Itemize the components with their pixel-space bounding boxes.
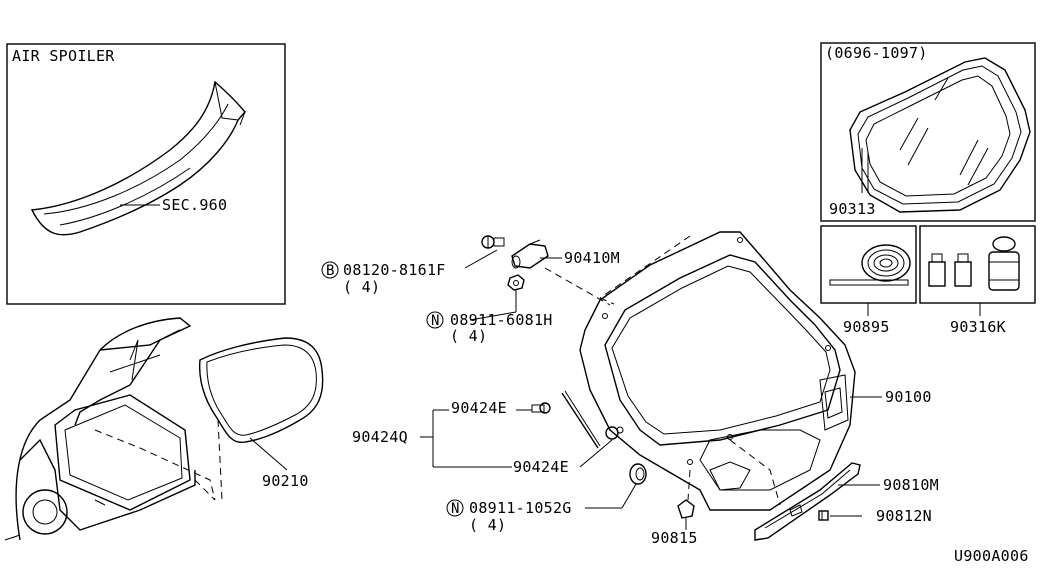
sec-960-label: SEC.960 bbox=[162, 196, 227, 214]
stay-assy-label: 90424Q bbox=[352, 428, 408, 446]
bolt-b-letter: B bbox=[326, 263, 335, 279]
finisher-label: 90810M bbox=[883, 476, 939, 494]
kit-right-label: 90316K bbox=[950, 318, 1006, 336]
nut-n-letter: N bbox=[431, 313, 440, 329]
nut-icon bbox=[507, 274, 525, 291]
nut2-leader-2 bbox=[621, 483, 637, 509]
adhesive-kit-panel: 90895 bbox=[820, 225, 917, 336]
bumper-rubber-label: 90815 bbox=[651, 529, 698, 547]
bracket-dash bbox=[544, 267, 615, 306]
primer-bottles-icon bbox=[928, 236, 1020, 291]
air-spoiler-title: AIR SPOILER bbox=[12, 47, 115, 65]
stay-upper-icon bbox=[531, 402, 551, 414]
clip-icon bbox=[818, 510, 829, 521]
nut2-n-letter: N bbox=[451, 501, 460, 517]
nut-leader-2 bbox=[469, 311, 517, 321]
bolt-icon bbox=[481, 235, 505, 249]
weatherstrip-drawing bbox=[198, 337, 324, 444]
nut2-qty: ( 4) bbox=[469, 516, 506, 534]
air-spoiler-drawing bbox=[30, 80, 246, 236]
stay-bracket-icon bbox=[511, 239, 549, 269]
nut-n-badge bbox=[426, 311, 444, 329]
air-spoiler-frame bbox=[6, 43, 286, 305]
stay-lower-leader bbox=[579, 439, 613, 468]
glass-panel: (0696-1097) 90313 bbox=[820, 42, 1036, 222]
car-leader-dash bbox=[94, 429, 216, 501]
nut2-n-badge bbox=[446, 499, 464, 517]
bolt-leader bbox=[464, 249, 498, 269]
bolt-label: 08120-8161F bbox=[343, 261, 446, 279]
glass-panel-frame bbox=[820, 42, 1036, 222]
glass-date-range: (0696-1097) bbox=[825, 44, 928, 62]
bumper-rubber-icon bbox=[677, 499, 695, 519]
bolt-qty: ( 4) bbox=[343, 278, 380, 296]
sealant-roll-icon bbox=[829, 244, 911, 286]
back-door-drawing bbox=[579, 231, 856, 511]
weatherstrip-leader bbox=[249, 437, 288, 471]
car-rear-drawing bbox=[4, 317, 196, 541]
back-door-label: 90100 bbox=[885, 388, 932, 406]
stay-lower-label: 90424E bbox=[513, 458, 569, 476]
finisher-drawing bbox=[754, 462, 861, 541]
weatherstrip-label: 90210 bbox=[262, 472, 309, 490]
grommet-icon bbox=[629, 463, 647, 485]
glass-part-label: 90313 bbox=[829, 200, 876, 218]
clip-label: 90812N bbox=[876, 507, 932, 525]
nut-label: 08911-6081H bbox=[450, 311, 553, 329]
primer-kit-panel: 90316K bbox=[919, 225, 1036, 336]
weatherstrip-dash bbox=[217, 419, 223, 501]
kit-left-label: 90895 bbox=[843, 318, 890, 336]
bumper-dash bbox=[687, 469, 691, 501]
nut2-label: 08911-1052G bbox=[469, 499, 572, 517]
air-spoiler-panel: AIR SPOILER SEC.960 bbox=[6, 43, 286, 305]
stay-upper-label: 90424E bbox=[451, 399, 507, 417]
nut-qty: ( 4) bbox=[450, 327, 487, 345]
gas-stay-icon bbox=[561, 390, 601, 449]
primer-kit-frame bbox=[919, 225, 1036, 304]
stay-lower-icon bbox=[605, 426, 624, 440]
bolt-b-badge bbox=[321, 261, 339, 279]
stay-bracket-label: 90410M bbox=[564, 249, 620, 267]
diagram-code: U900A006 bbox=[954, 547, 1029, 565]
back-glass-drawing bbox=[849, 57, 1031, 213]
